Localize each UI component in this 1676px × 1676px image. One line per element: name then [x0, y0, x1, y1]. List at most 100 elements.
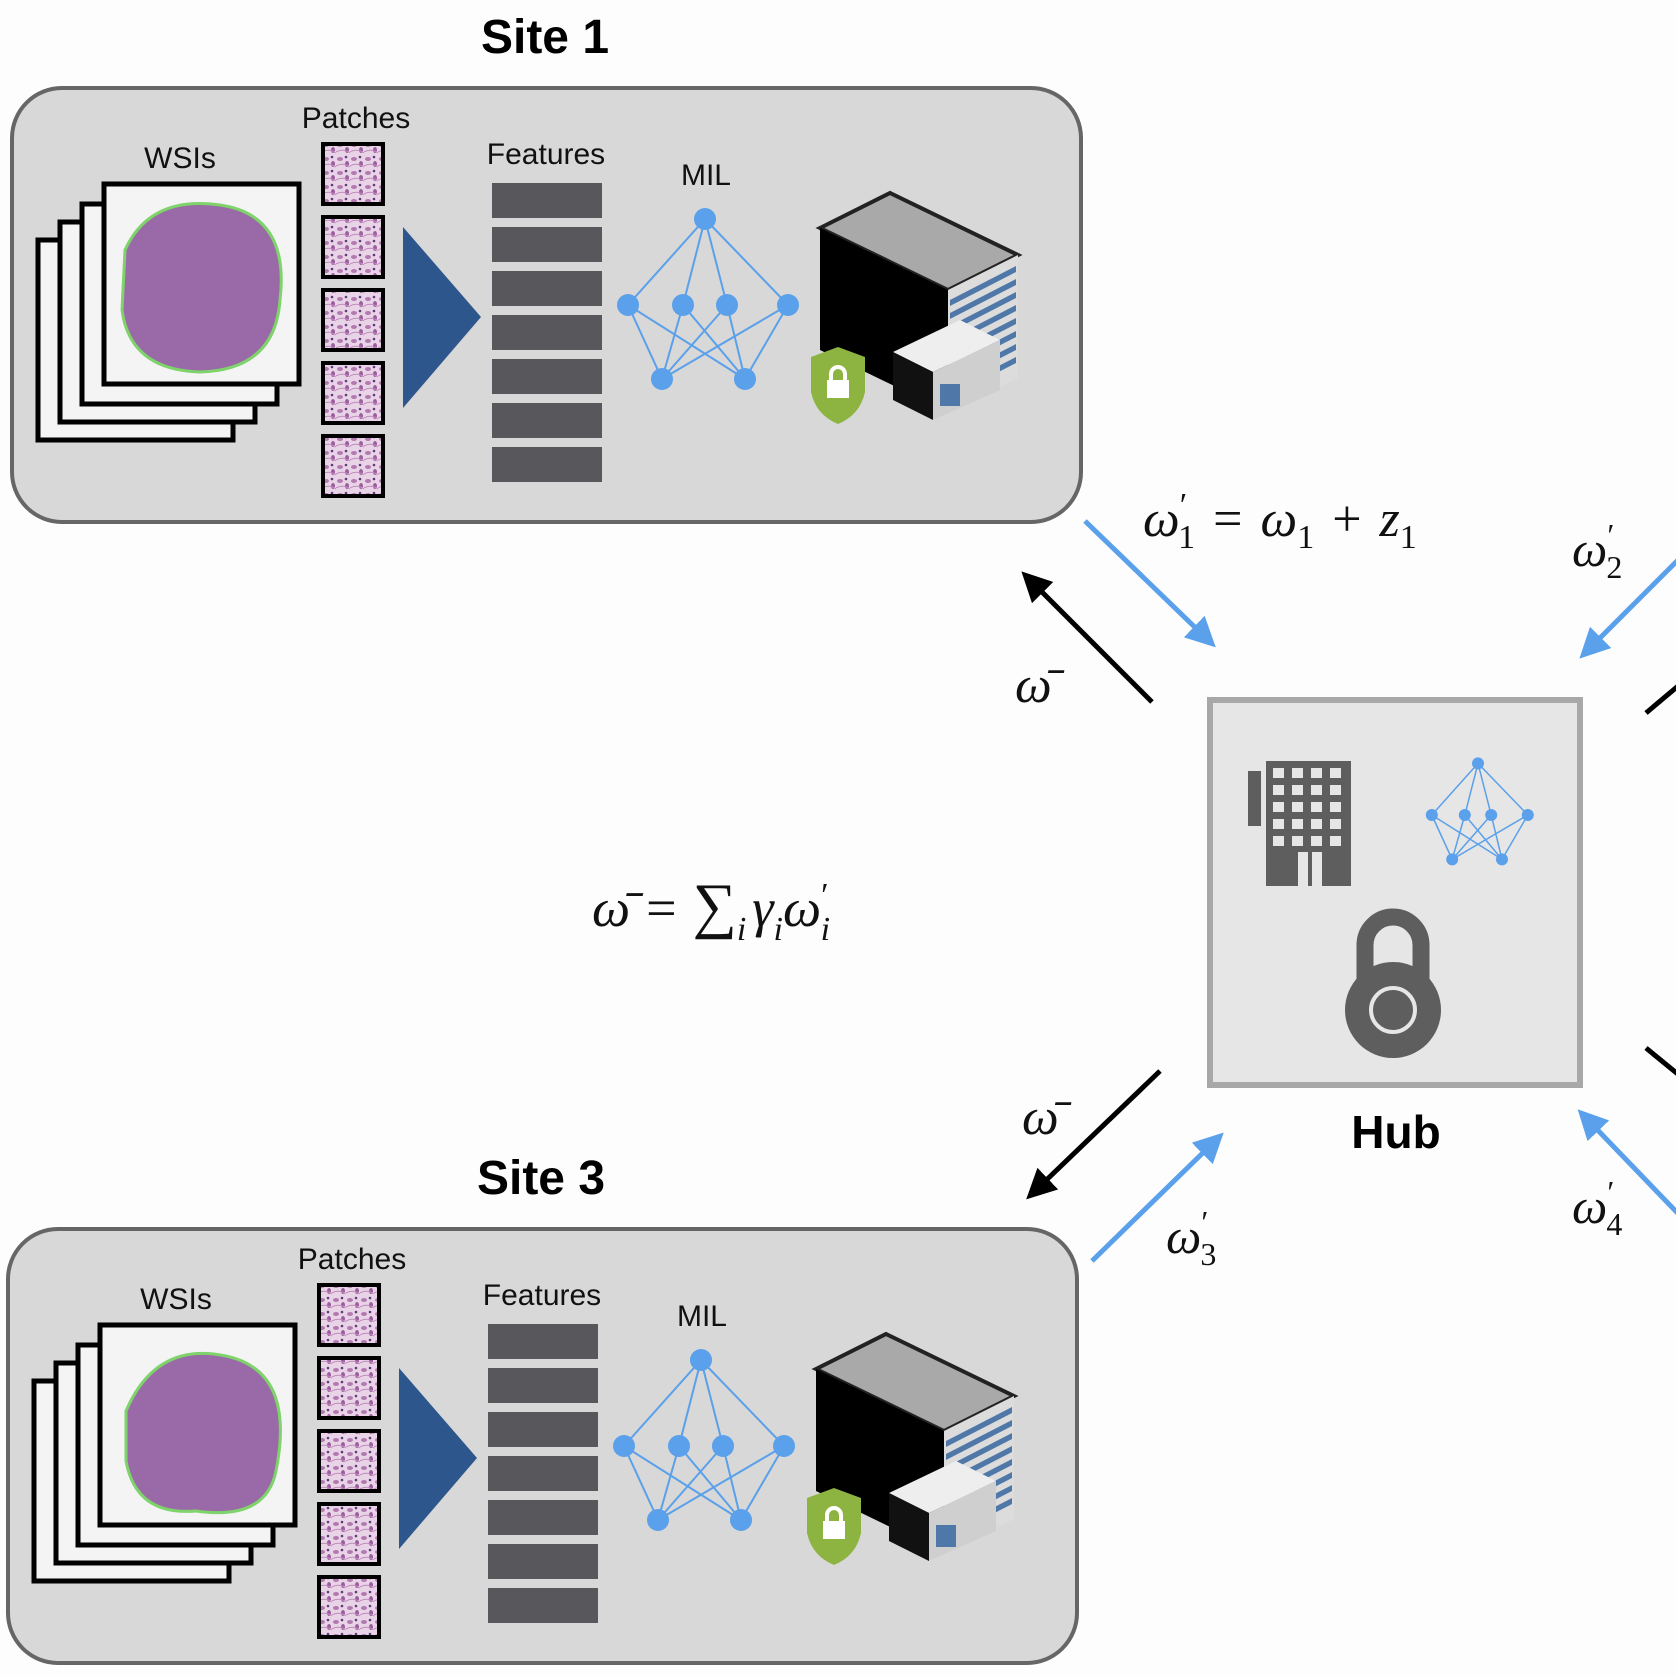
network-edge [657, 1445, 724, 1521]
network-edge [1451, 814, 1492, 860]
wsi-stack [31, 1322, 298, 1584]
patch-thumbnail [321, 288, 385, 352]
network-node [617, 294, 639, 316]
network-edge [704, 218, 728, 306]
network-node [690, 1349, 712, 1371]
network-node [777, 294, 799, 316]
feature-bar [488, 1368, 598, 1403]
window [1311, 836, 1322, 846]
tissue-image [120, 201, 283, 374]
window [1330, 836, 1341, 846]
network-edge [1451, 814, 1466, 860]
wsi-stack [35, 181, 302, 443]
window [1273, 802, 1284, 812]
feature-bar [492, 271, 602, 306]
network-edge [678, 1445, 742, 1521]
network-edge [1464, 814, 1503, 860]
network-node [773, 1435, 795, 1457]
hub-label: Hub [1351, 1106, 1440, 1158]
network-edge [627, 304, 746, 380]
network-node [668, 1435, 690, 1457]
window [1273, 819, 1284, 829]
window [1330, 768, 1341, 778]
network-edge [1490, 814, 1503, 860]
network-node [647, 1509, 669, 1531]
network-node [734, 368, 756, 390]
network-edge [726, 304, 746, 380]
network-edge [623, 1445, 742, 1521]
patch-thumbnail [317, 1502, 381, 1566]
feature-bar [488, 1588, 598, 1623]
tissue-image [124, 1351, 282, 1515]
feature-bar [492, 359, 602, 394]
mil-label: MIL [681, 159, 731, 192]
patch-thumbnail [321, 142, 385, 206]
window [1273, 836, 1284, 846]
building-icon [1248, 761, 1351, 886]
feature-extractor-triangle [403, 227, 481, 408]
upload-arrow-site3 [1090, 1132, 1224, 1263]
network-node [716, 294, 738, 316]
network-edge [627, 304, 663, 380]
window [1311, 819, 1322, 829]
hospital-building-icon [811, 1331, 1019, 1561]
network-node [613, 1435, 635, 1457]
hub: Hub [1207, 697, 1583, 1158]
window [1311, 785, 1322, 795]
upload-arrow-site4 [1577, 1109, 1676, 1216]
window [1273, 785, 1284, 795]
download-arrow-site2 [1644, 684, 1676, 715]
features-label: Features [487, 138, 605, 171]
feature-bar [488, 1500, 598, 1535]
patches-label: Patches [302, 102, 410, 135]
network-edge [657, 1445, 680, 1521]
network-edge [700, 1359, 785, 1447]
feature-extractor-triangle [399, 1368, 477, 1549]
patches-label: Patches [298, 1243, 406, 1276]
network-node [1521, 809, 1534, 821]
omega2-label: ω′2 [1572, 517, 1622, 585]
network-node [672, 294, 694, 316]
network-edge [1501, 814, 1529, 860]
network-edge [682, 304, 746, 380]
mil-network-icon [613, 1349, 795, 1531]
feature-bar [492, 315, 602, 350]
window [1330, 819, 1341, 829]
patch-thumbnail [317, 1283, 381, 1347]
wsi-label: WSIs [144, 142, 216, 175]
network-node [1425, 809, 1438, 821]
network-node [694, 208, 716, 230]
window [1330, 785, 1341, 795]
hospital-building-icon [815, 190, 1023, 420]
feature-bar [492, 183, 602, 218]
omega4-label: ω′4 [1572, 1174, 1622, 1242]
patch-thumbnail [317, 1575, 381, 1639]
network-edge [1477, 762, 1529, 816]
network-edge [661, 304, 728, 380]
site-title: Site 1 [481, 11, 609, 64]
neural-network-icon [1425, 757, 1534, 866]
patch-thumbnail [321, 434, 385, 498]
network-node [1458, 809, 1471, 821]
network-edge [1431, 762, 1479, 816]
network-edge [1431, 814, 1453, 860]
network-edge [1451, 814, 1529, 861]
network-edge [722, 1445, 742, 1521]
network-edge [1431, 814, 1503, 861]
omega3-label: ω′3 [1166, 1204, 1216, 1272]
network-edge [623, 1359, 702, 1447]
site-title: Site 3 [477, 1152, 605, 1205]
network-node [1496, 853, 1508, 866]
omega-bar-bottom-label: ω̄ [1022, 1089, 1072, 1146]
upload-arrow-site2 [1579, 558, 1676, 659]
network-edge [704, 218, 789, 306]
features-label: Features [483, 1279, 601, 1312]
patch-thumbnail [317, 1429, 381, 1493]
omega-bar-top-label: ω̄ [1015, 657, 1065, 714]
download-arrow-site4 [1644, 1046, 1676, 1076]
arrows [1021, 519, 1676, 1263]
window [1292, 819, 1303, 829]
